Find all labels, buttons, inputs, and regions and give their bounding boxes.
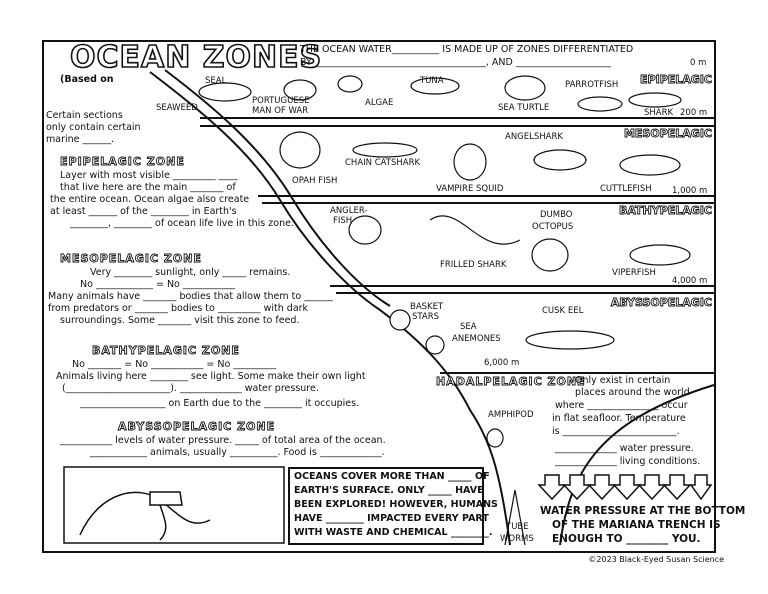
oceans-box-line: WITH WASTE AND CHEMICAL ________. [294, 527, 493, 538]
animal-dumbo-2: OCTOPUS [532, 222, 574, 232]
depth-6000: 6,000 m [484, 358, 520, 368]
epi-line: at least ______ of the ________ in Earth… [50, 206, 237, 217]
hadal-line: _____________ living conditions. [555, 456, 701, 467]
bathy-line: (______________________). _____________ … [62, 383, 319, 394]
zone-label-bathypelagic: BATHYPELAGIC [618, 204, 713, 218]
animal-angler-2: FISH [333, 216, 353, 226]
depth-1000: 1,000 m [672, 186, 708, 196]
bathy-line: Animals living here ________ see light. … [56, 371, 366, 382]
oceans-box-line: EARTH'S SURFACE. ONLY _____ HAVE [294, 485, 484, 496]
hadal-line: Only exist in certain [575, 375, 671, 386]
zone-label-epipelagic: EPIPELAGIC [640, 73, 713, 87]
meso-line: Many animals have _______ bodies that al… [48, 291, 333, 302]
animal-seaweed: SEAWEED [156, 103, 198, 113]
animal-angler-1: ANGLER- [330, 206, 368, 216]
zone-label-mesopelagic: MESOPELAGIC [623, 127, 713, 141]
hadal-line: in flat seafloor. Temperature [552, 413, 686, 424]
hadal-line: is ________________________. [552, 426, 680, 437]
animal-anemone-1: SEA [460, 322, 477, 332]
animal-tube-1: TUBE [506, 522, 529, 532]
animal-manofwar: MAN OF WAR [252, 106, 309, 116]
bathy-line: __________________ on Earth due to the _… [80, 398, 360, 409]
hadal-line: _____________ water pressure. [555, 443, 694, 454]
animal-frilled: FRILLED SHARK [440, 260, 507, 270]
oceans-box-line: BEEN EXPLORED! HOWEVER, HUMANS [294, 499, 498, 510]
animal-catshark: CHAIN CATSHARK [345, 158, 421, 168]
depth-4000: 4,000 m [672, 276, 708, 286]
bathy-line: No _______ = No ___________ = No _______… [72, 359, 277, 370]
oceans-fact-box [288, 467, 484, 545]
animal-viper: VIPERFISH [612, 268, 656, 278]
left-note-3: marine ______. [46, 134, 115, 145]
pressure-line: WATER PRESSURE AT THE BOTTOM [540, 505, 746, 517]
animal-opah: OPAH FISH [292, 176, 338, 186]
depth-0: 0 m [690, 58, 707, 68]
oceans-box-line: OCEANS COVER MORE THAN _____ OF [294, 471, 490, 482]
animal-seal: SEAL [205, 76, 227, 86]
animal-turtle: SEA TURTLE [498, 103, 550, 113]
meso-line: No ____________ = No ___________ [80, 279, 236, 290]
hadal-line: where _______________ occur [555, 400, 688, 411]
epi-line: ________, ________ of ocean life live in… [70, 218, 294, 229]
depth-200: 200 m [680, 108, 708, 118]
pressure-line: OF THE MARIANA TRENCH IS [552, 519, 721, 531]
page-title: OCEAN ZONES [69, 39, 323, 76]
hadal-heading: HADALPELAGIC ZONE [436, 375, 586, 389]
animal-squid: VAMPIRE SQUID [436, 184, 504, 194]
animal-basket-1: BASKET [410, 302, 444, 312]
meso-line: Very ________ sunlight, only _____ remai… [90, 267, 291, 278]
epi-line: the entire ocean. Ocean algae also creat… [50, 194, 250, 205]
epi-heading: EPIPELAGIC ZONE [60, 155, 185, 169]
zone-label-abyssopelagic: ABYSSOPELAGIC [610, 296, 712, 310]
animal-anemone-2: ANEMONES [452, 334, 501, 344]
worksheet-frame [42, 40, 716, 553]
bathy-heading: BATHYPELAGIC ZONE [92, 344, 240, 358]
pressure-line: ENOUGH TO ________ YOU. [552, 533, 701, 545]
abysso-line: ___________ levels of water pressure. __… [60, 435, 386, 446]
animal-portuguese: PORTUGUESE [252, 96, 310, 106]
animal-basket-2: STARS [412, 312, 440, 322]
hadal-line: places around the world [575, 387, 690, 398]
animal-cusk: CUSK EEL [542, 306, 584, 316]
animal-shark: SHARK [644, 108, 674, 118]
copyright-footer: ©2023 Black-Eyed Susan Science [588, 555, 724, 564]
animal-parrotfish: PARROTFISH [565, 80, 619, 90]
seal-sketch [198, 82, 252, 102]
animal-dumbo-1: DUMBO [540, 210, 573, 220]
animal-cuttlefish: CUTTLEFISH [600, 184, 652, 194]
meso-line: surroundings. Some _______ visit this zo… [60, 315, 300, 326]
epi-line: that live here are the main _______ of [60, 182, 236, 193]
animal-angelshark: ANGELSHARK [505, 132, 563, 142]
meso-heading: MESOPELAGIC ZONE [60, 252, 202, 266]
left-note-1: Certain sections [46, 110, 123, 121]
intro-line-1: THE OCEAN WATER__________ IS MADE UP OF … [300, 44, 634, 55]
meso-line: from predators or _______ bodies to ____… [48, 303, 309, 314]
based-note: (Based on [60, 74, 114, 85]
epi-line: Layer with most visible _________ ____ [60, 170, 238, 181]
abysso-heading: ABYSSOPELAGIC ZONE [118, 420, 276, 434]
animal-tuna: TUNA [420, 76, 444, 86]
animal-amphipod: AMPHIPOD [488, 410, 534, 420]
animal-algae: ALGAE [365, 98, 394, 108]
animal-tube-2: WORMS [500, 534, 534, 544]
oceans-box-line: HAVE ________ IMPACTED EVERY PART [294, 513, 489, 524]
intro-line-2: BY ____________________________________,… [300, 57, 611, 68]
abysso-line: ____________ animals, usually __________… [90, 447, 385, 458]
left-note-2: only contain certain [46, 122, 141, 133]
